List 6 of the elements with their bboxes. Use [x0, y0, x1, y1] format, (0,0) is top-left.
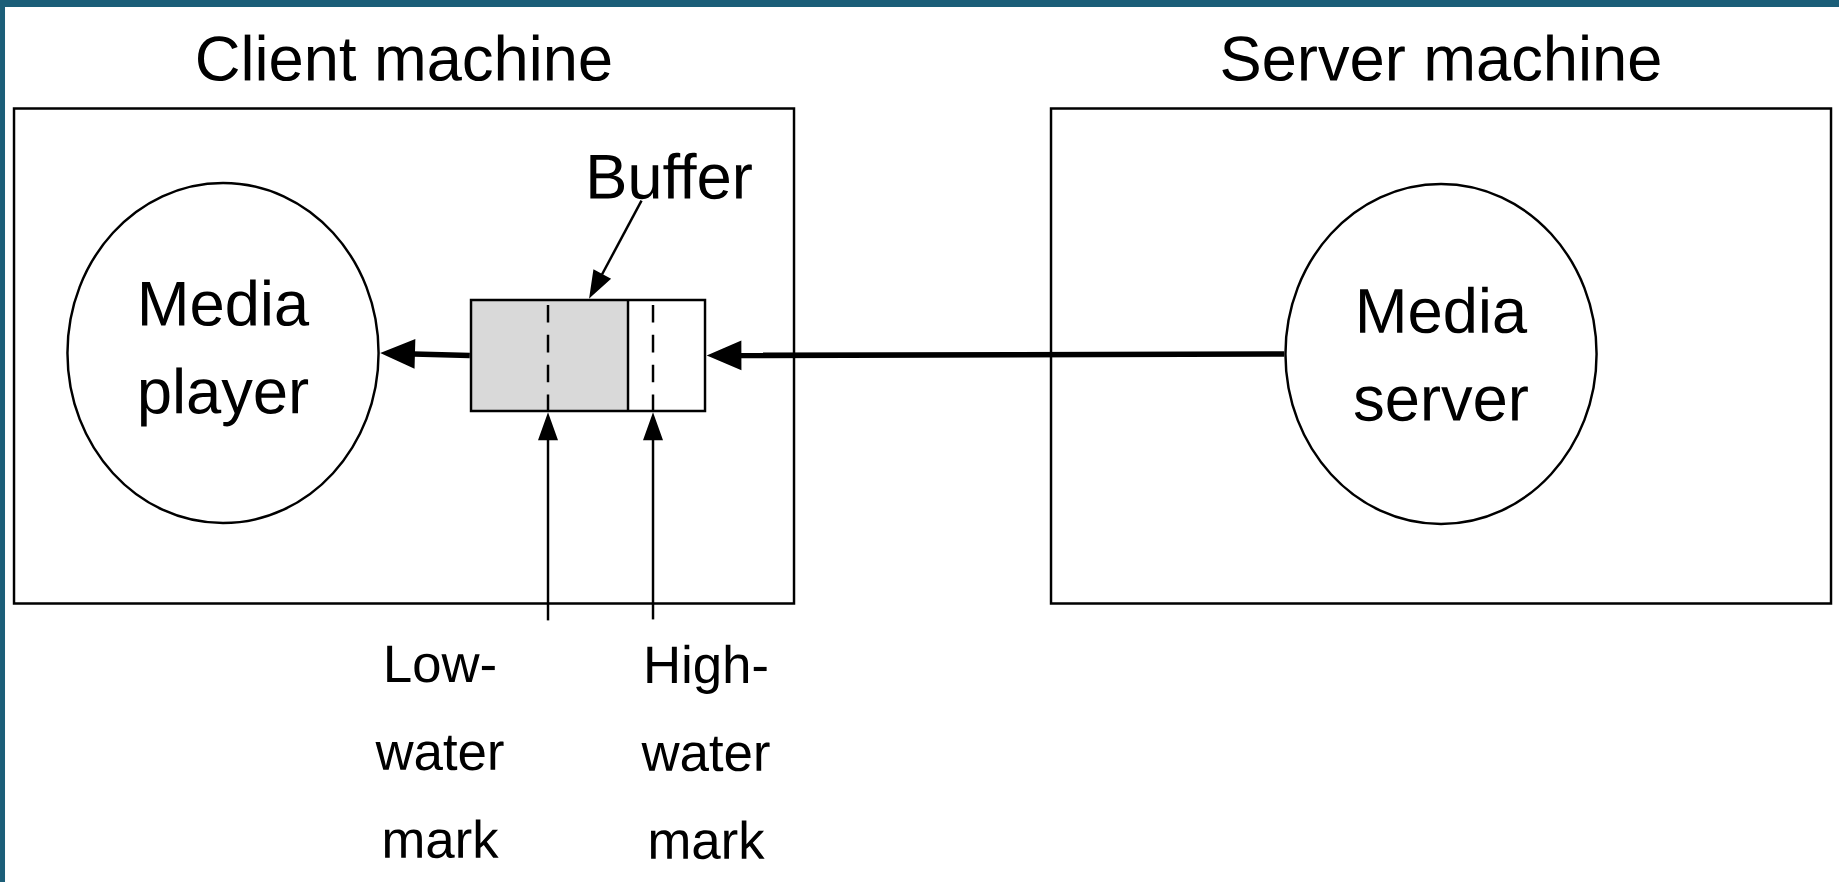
water-mark-label: High- water mark: [641, 644, 770, 860]
buffer-label: Buffer: [590, 152, 752, 200]
water-mark-label: Low- water mark: [375, 645, 504, 859]
buffer-drawing: [469, 298, 707, 413]
node-label: Server machine: [1222, 34, 1660, 82]
node-label: Client machine: [198, 34, 611, 82]
